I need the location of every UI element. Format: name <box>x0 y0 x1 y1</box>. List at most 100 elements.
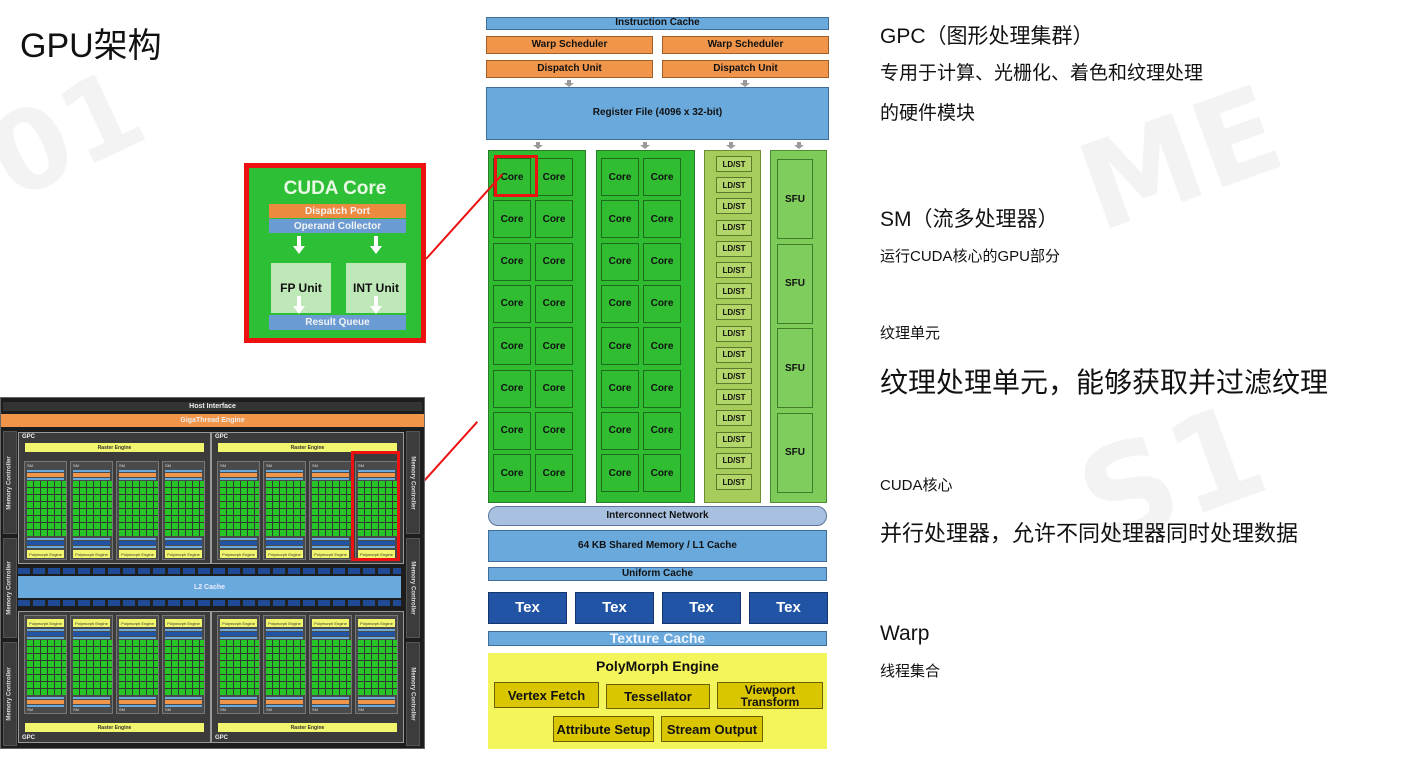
ldst-unit: LD/ST <box>716 198 752 215</box>
polymorph-engine-mini: Polymorph Engine <box>119 619 156 627</box>
core-unit: Core <box>535 369 573 408</box>
instruction-cache: Instruction Cache <box>486 17 829 30</box>
sm-strip <box>165 632 202 636</box>
polymorph-engine-mini: Polymorph Engine <box>220 619 257 627</box>
sm-strip <box>220 700 257 704</box>
sm-strip <box>27 705 64 707</box>
ldst-unit: LD/ST <box>716 240 752 257</box>
ldst-unit: LD/ST <box>716 474 752 490</box>
core-unit: Core <box>493 454 531 493</box>
sm-strip <box>119 705 156 707</box>
sm-strip <box>220 637 257 639</box>
sm-strip <box>73 629 110 631</box>
sm-strip <box>358 629 395 631</box>
sm-strip <box>312 705 349 707</box>
sfu-unit: SFU <box>777 328 813 408</box>
operand-collector: Operand Collector <box>269 219 406 233</box>
sm-strip <box>358 700 395 704</box>
core-unit: Core <box>601 284 639 323</box>
sm-strip <box>165 697 202 699</box>
ldst-unit: LD/ST <box>716 304 752 321</box>
ldst-unit: LD/ST <box>716 410 752 427</box>
sm-strip <box>165 538 202 540</box>
core-unit: Core <box>601 411 639 450</box>
sm-strip <box>312 637 349 639</box>
sm-strip <box>27 637 64 639</box>
sm-strip <box>119 541 156 545</box>
core-unit: Core <box>535 200 573 239</box>
sm-strip <box>266 538 303 540</box>
raster-engine: Raster Engine <box>25 443 204 452</box>
arrow-down-icon <box>370 296 382 314</box>
sm-strip <box>27 546 64 548</box>
sm-label: SM <box>358 463 364 468</box>
dispatch-port: Dispatch Port <box>269 204 406 218</box>
gigathread-engine: GigaThread Engine <box>1 414 424 427</box>
sm-strip <box>266 546 303 548</box>
tessellator: Tessellator <box>606 684 710 709</box>
polymorph-title: PolyMorph Engine <box>596 658 719 674</box>
sm-strip <box>119 473 156 477</box>
ldst-unit: LD/ST <box>716 431 752 448</box>
sm-strip <box>220 541 257 545</box>
sfu-unit: SFU <box>777 243 813 324</box>
watermark: S1 <box>1059 373 1285 579</box>
highlight-sm <box>351 451 400 561</box>
sm-strip <box>73 478 110 480</box>
cuda-title: CUDA核心 <box>880 477 953 494</box>
memory-controller: Memory Controller <box>406 431 420 534</box>
sm-strip <box>220 470 257 472</box>
sm-strip <box>27 470 64 472</box>
sm-label: SM <box>27 707 33 712</box>
tex-unit: Tex <box>749 592 828 624</box>
arrow-down-icon <box>370 236 382 254</box>
gpc-desc-line1: 专用于计算、光栅化、着色和纹理处理 <box>880 63 1204 84</box>
arrow-down-icon <box>726 142 736 149</box>
sm-desc: 运行CUDA核心的GPU部分 <box>880 248 1061 265</box>
warp-scheduler: Warp Scheduler <box>486 36 653 54</box>
memory-strip <box>18 568 401 574</box>
sm-strip <box>165 541 202 545</box>
core-unit: Core <box>601 454 639 493</box>
ldst-unit: LD/ST <box>716 346 752 363</box>
core-grid <box>119 481 158 536</box>
ldst-unit: LD/ST <box>716 283 752 300</box>
sm-strip <box>73 541 110 545</box>
core-unit: Core <box>493 200 531 239</box>
sm-strip <box>312 629 349 631</box>
core-grid <box>27 481 66 536</box>
arrow-down-icon <box>293 296 305 314</box>
sm-label: SM <box>266 463 272 468</box>
sm-strip <box>119 697 156 699</box>
polymorph-engine-mini: Polymorph Engine <box>312 619 349 627</box>
fp-unit: FP Unit <box>271 263 331 313</box>
sm-label: SM <box>73 463 79 468</box>
vertex-fetch: Vertex Fetch <box>494 682 599 708</box>
polymorph-engine-mini: Polymorph Engine <box>165 550 202 558</box>
sm-strip <box>73 700 110 704</box>
sm-label: SM <box>27 463 33 468</box>
texture-cache: Texture Cache <box>488 631 827 646</box>
sm-strip <box>220 538 257 540</box>
ldst-unit: LD/ST <box>716 368 752 384</box>
sm-strip <box>312 538 349 540</box>
gpc-desc-line2: 的硬件模块 <box>880 103 976 124</box>
sm-strip <box>358 473 395 477</box>
sm-strip <box>27 473 64 477</box>
sm-strip <box>266 470 303 472</box>
sm-strip <box>358 705 395 707</box>
warp-scheduler: Warp Scheduler <box>662 36 829 54</box>
sm-strip <box>165 637 202 639</box>
core-unit: Core <box>601 158 639 196</box>
host-interface: Host Interface <box>3 402 422 411</box>
uniform-cache: Uniform Cache <box>488 567 827 581</box>
